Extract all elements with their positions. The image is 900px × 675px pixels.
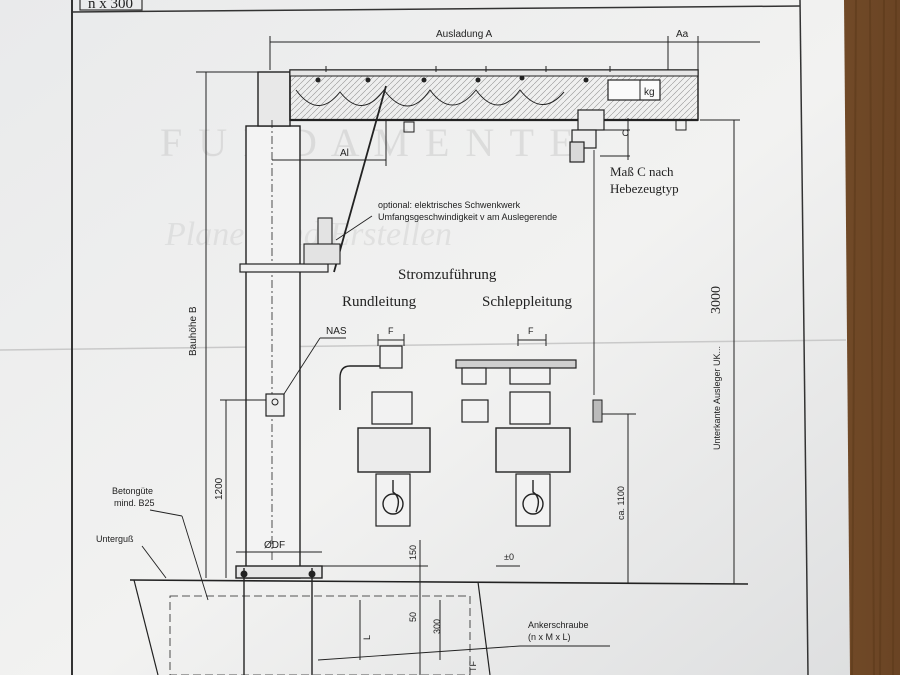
hoist-schleppleitung (455, 334, 577, 527)
rundleitung-label: Rundleitung (342, 294, 417, 310)
dim-al-label: Al (340, 148, 349, 159)
dim-ukl-value: 3000 (709, 286, 724, 314)
paper-fold (0, 339, 847, 351)
dim-ukl-line (700, 119, 740, 584)
dim-ausladung-label: Ausladung A (436, 29, 492, 40)
dim-bauhoehe-line (196, 71, 258, 578)
optional-drive-line2: Umfangsgeschwindigkeit v am Auslegerende (378, 212, 557, 222)
ankerschraube-label: Ankerschraube (528, 620, 589, 630)
dim-ca1100-line (602, 413, 636, 584)
optional-drive-line1: optional: elektrisches Schwenkwerk (378, 200, 521, 210)
watermark-title: F U N D A M E N T E (160, 120, 577, 165)
ankerschraube-spec: (n x M x L) (528, 632, 571, 642)
betonguete-value: mind. B25 (114, 498, 155, 508)
dim-ukl-label: Unterkante Ausleger UK... (712, 346, 722, 450)
dim-f-schlepp-label: F (528, 326, 534, 336)
dim-150-label: 150 (408, 545, 418, 560)
load-unit-label: kg (644, 87, 655, 98)
stromzufuehrung-title: Stromzuführung (398, 267, 497, 283)
load-sign (607, 79, 661, 101)
crane-column (239, 71, 329, 579)
slewing-drive (303, 217, 341, 265)
dim-tf-label: TF (468, 661, 478, 672)
dim-ca1100-label: ca. 1100 (616, 486, 626, 520)
dim-l-label: L (362, 635, 372, 640)
dim-1200-line (220, 399, 266, 578)
dim-bauhoehe-label: Bauhöhe B (188, 306, 199, 356)
dim-aa-label: Aa (676, 29, 689, 40)
dim-al-line (272, 120, 387, 166)
dim-df-label: ØDF (264, 540, 285, 551)
foundation (129, 551, 749, 675)
hoist-rundleitung (339, 334, 431, 527)
unterguss-label: Unterguß (96, 534, 134, 544)
schleppleitung-label: Schleppleitung (482, 294, 572, 310)
nas-label: NAS (326, 326, 347, 337)
paper-sheet (0, 0, 850, 675)
drawing-frame (71, 0, 809, 675)
betonguete-label: Betongüte (112, 486, 153, 496)
dim-c-label: C (622, 128, 629, 138)
mass-c-label: Maß C nach (610, 164, 674, 179)
dim-f-rund-label: F (388, 326, 394, 336)
dim-50-label: 50 (408, 612, 418, 622)
dim-300-label: 300 (432, 619, 442, 634)
dim-ausladung-line (269, 36, 760, 70)
zero-level-label: ±0 (504, 552, 514, 562)
dim-1200-label: 1200 (214, 477, 225, 500)
hoist-trolley (569, 109, 605, 423)
hebezeugtyp-label: Hebezeugtyp (610, 181, 679, 196)
header-fragment: n x 300 (88, 0, 133, 12)
